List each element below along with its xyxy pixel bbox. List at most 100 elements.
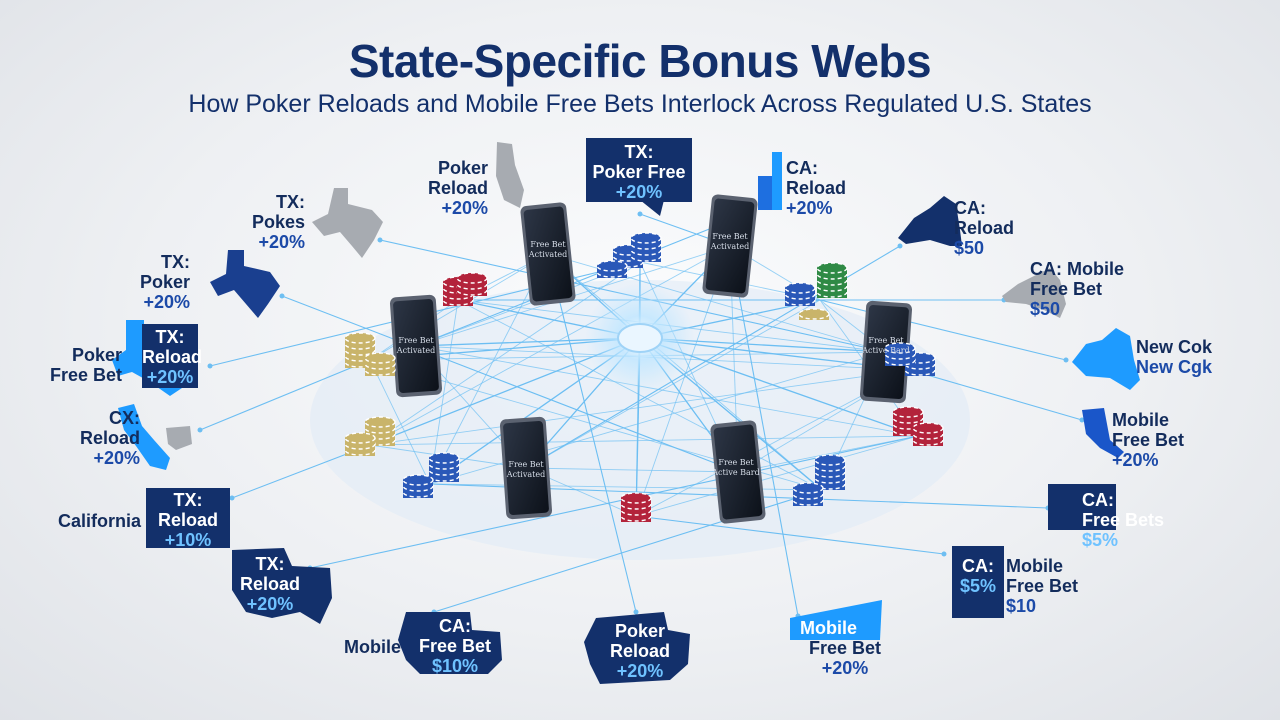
node-line: Poker bbox=[72, 345, 123, 365]
texas-state-icon bbox=[312, 188, 383, 258]
connector-line bbox=[281, 295, 739, 473]
poker-chip-stack-icon bbox=[816, 262, 848, 298]
phone-screen-line: Activated bbox=[396, 346, 436, 355]
node-line: TX: bbox=[255, 554, 285, 574]
node-line: +20% bbox=[615, 182, 663, 202]
texas-state-icon bbox=[232, 548, 332, 624]
node-line: +20% bbox=[1112, 450, 1159, 470]
ca-badge bbox=[952, 546, 1004, 618]
poker-chip-stack-icon bbox=[814, 454, 846, 490]
node-ca-reload-20: CA:Reload+20% bbox=[786, 158, 846, 218]
poker-chip bbox=[364, 352, 396, 364]
new-york-state-icon bbox=[898, 196, 962, 246]
phone-screen bbox=[523, 206, 573, 302]
connector-line bbox=[729, 245, 799, 617]
central-hub bbox=[617, 323, 663, 353]
node-line: TX: bbox=[155, 327, 185, 347]
california-state-icon bbox=[118, 404, 170, 470]
smartphone-icon bbox=[520, 202, 576, 306]
poker-chip bbox=[892, 406, 924, 418]
poker-chip bbox=[402, 474, 434, 486]
node-tx-reload-bottom: TX:Reload+20% bbox=[232, 554, 308, 614]
node-tx-poker: TX:Poker+20% bbox=[140, 252, 190, 312]
node-line: $5% bbox=[1082, 530, 1119, 550]
phone-screen bbox=[503, 420, 549, 516]
smartphone-icon bbox=[499, 416, 553, 520]
connector-line bbox=[415, 211, 753, 347]
node-line: +20% bbox=[786, 198, 833, 218]
node-line: +20% bbox=[246, 594, 294, 614]
phone-screen-line: Free Bet bbox=[398, 336, 434, 345]
new-york-state-icon bbox=[1002, 268, 1066, 318]
phone-screen-line: Active Bard bbox=[862, 346, 910, 355]
node-line: +10% bbox=[164, 530, 212, 550]
poker-chip bbox=[912, 422, 944, 434]
poker-chip bbox=[344, 332, 376, 344]
node-line: Poker bbox=[140, 272, 191, 292]
node-line: $5% bbox=[959, 576, 997, 596]
poker-chip bbox=[816, 262, 848, 274]
poker-chip bbox=[884, 342, 916, 354]
connector-line bbox=[415, 345, 919, 437]
phone-screen-line: Active Bard bbox=[712, 468, 760, 477]
node-tx-poker-free: TX:Poker Free+20% bbox=[586, 142, 692, 202]
node-line: $50 bbox=[954, 238, 985, 258]
page-subtitle: How Poker Reloads and Mobile Free Bets I… bbox=[188, 90, 1092, 118]
node-ca-5-badge: CA:$5% bbox=[952, 556, 1004, 596]
node-line: CA: bbox=[1082, 490, 1114, 510]
node-line: CA: Mobile bbox=[1030, 259, 1124, 279]
node-line: Reload bbox=[239, 574, 300, 594]
node-mobile-free-bet-bottom: Free Bet+20% bbox=[790, 618, 900, 678]
node-line: $10 bbox=[1006, 596, 1037, 616]
poker-chip-stack-icon bbox=[364, 352, 396, 376]
node-line: Free Bet bbox=[1112, 430, 1185, 450]
smartphone-icon bbox=[710, 420, 766, 524]
smartphone-icon bbox=[702, 194, 758, 298]
connector-line bbox=[635, 515, 945, 555]
phone-screen-line: Free Bet bbox=[718, 458, 754, 467]
node-line: Reload bbox=[786, 178, 847, 198]
node-ca-reload-50: CA:Reload$50 bbox=[954, 198, 1014, 258]
node-ca-free-bets: CA:Free Bets$5% bbox=[1048, 490, 1164, 550]
chip-stacks-group bbox=[344, 232, 944, 522]
phone-screen-line: Free Bet bbox=[868, 336, 904, 345]
node-line: +20% bbox=[616, 661, 664, 681]
nevada-state-icon bbox=[496, 142, 524, 208]
poker-chip-stack-icon bbox=[784, 282, 816, 306]
poker-chip-stack-icon bbox=[596, 260, 628, 278]
connector-endpoint bbox=[229, 495, 235, 501]
connector-endpoint bbox=[1063, 357, 1069, 363]
connector-line bbox=[369, 435, 919, 446]
tx-reload-badge bbox=[142, 324, 198, 388]
node-line: CA: bbox=[786, 158, 818, 178]
poker-chip-stack-icon bbox=[798, 308, 830, 320]
tx-reload-badge bbox=[146, 488, 230, 548]
node-line: Reload bbox=[954, 218, 1015, 238]
connector-line bbox=[457, 299, 823, 491]
connector-endpoint bbox=[633, 609, 639, 615]
node-line: New Cgk bbox=[1136, 357, 1213, 377]
node-line: +20% bbox=[143, 292, 191, 312]
node-line: Reload bbox=[142, 347, 203, 367]
node-line: Mobile bbox=[1112, 410, 1169, 430]
connector-line bbox=[429, 253, 549, 485]
tx-poker-free-badge bbox=[586, 138, 692, 202]
connector-endpoint bbox=[197, 427, 203, 433]
connector-line bbox=[369, 261, 641, 446]
connector-endpoint bbox=[1079, 417, 1085, 423]
poker-chip bbox=[456, 272, 488, 284]
node-line: +20% bbox=[258, 232, 306, 252]
mobile-badge bbox=[790, 600, 882, 640]
node-line: $50 bbox=[1030, 299, 1061, 319]
node-line: $10% bbox=[431, 656, 479, 676]
poker-chip bbox=[428, 452, 460, 464]
poker-chip bbox=[784, 282, 816, 294]
connector-line bbox=[369, 245, 731, 446]
phones-group bbox=[389, 194, 913, 524]
node-line: TX: bbox=[624, 142, 654, 162]
node-line: Free Bets bbox=[1082, 510, 1165, 530]
node-line: TX: bbox=[173, 490, 203, 510]
